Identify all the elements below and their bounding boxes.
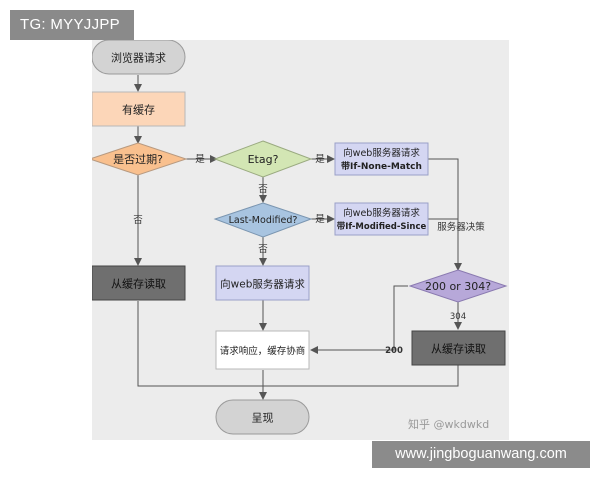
node-start-label: 浏览器请求 bbox=[111, 51, 166, 65]
node-req-if-modified-since: 向web服务器请求 带If-Modified-Since bbox=[334, 202, 429, 236]
node-response-negotiate: 请求响应，缓存协商 bbox=[215, 330, 310, 370]
flowchart: 浏览器请求 有缓存 是否过期? Etag? 向web服务器请求 带If-None… bbox=[88, 39, 508, 435]
node-has-cache: 有缓存 bbox=[91, 91, 186, 127]
node-start: 浏览器请求 bbox=[91, 39, 186, 75]
node-read-cache-left-label: 从缓存读取 bbox=[111, 277, 166, 291]
node-end-label: 呈现 bbox=[252, 412, 274, 425]
label-code-200: 200 bbox=[385, 346, 403, 356]
node-etag-label: Etag? bbox=[248, 153, 279, 166]
node-end: 呈现 bbox=[215, 399, 310, 435]
label-expired-no: 否 bbox=[133, 215, 143, 226]
label-expired-yes: 是 bbox=[195, 154, 205, 165]
header-label: TG: MYYJJPP bbox=[10, 10, 134, 40]
connectors bbox=[134, 75, 462, 400]
node-req-server: 向web服务器请求 bbox=[215, 265, 310, 301]
edge-ifnonematch-status bbox=[428, 158, 462, 271]
node-req-if-modified-since-line1: 向web服务器请求 bbox=[343, 207, 420, 219]
edge-readcache-left-merge bbox=[137, 301, 263, 387]
node-read-cache-right: 从缓存读取 bbox=[411, 330, 506, 366]
node-last-modified-label: Last-Modified? bbox=[229, 215, 298, 226]
node-req-server-label: 向web服务器请求 bbox=[220, 278, 305, 291]
node-req-if-none-match: 向web服务器请求 带If-None-Match bbox=[334, 142, 429, 176]
node-req-if-modified-since-line2: 带If-Modified-Since bbox=[337, 221, 427, 232]
label-lastmod-no: 否 bbox=[258, 244, 268, 255]
label-etag-no: 否 bbox=[258, 184, 268, 195]
edge-readcache-right-merge bbox=[263, 365, 459, 387]
node-response-negotiate-label: 请求响应，缓存协商 bbox=[220, 345, 306, 357]
label-code-304: 304 bbox=[450, 312, 466, 322]
edge-status-200 bbox=[310, 285, 408, 354]
flowchart-panel: 浏览器请求 有缓存 是否过期? Etag? 向web服务器请求 带If-None… bbox=[88, 39, 509, 440]
node-last-modified-decision: Last-Modified? bbox=[213, 202, 313, 238]
node-req-if-none-match-line1: 向web服务器请求 bbox=[343, 147, 420, 159]
site-banner: www.jingboguanwang.com bbox=[372, 441, 590, 468]
node-has-cache-label: 有缓存 bbox=[122, 103, 155, 117]
watermark: 知乎 @wkdwkd bbox=[408, 417, 489, 431]
node-status-decision: 200 or 304? bbox=[408, 269, 508, 303]
node-req-if-none-match-line2: 带If-None-Match bbox=[341, 160, 422, 172]
node-read-cache-left: 从缓存读取 bbox=[91, 265, 186, 301]
node-expired-decision: 是否过期? bbox=[88, 142, 188, 176]
label-lastmod-yes: 是 bbox=[315, 214, 325, 225]
node-expired-label: 是否过期? bbox=[113, 153, 163, 166]
node-etag-decision: Etag? bbox=[213, 140, 313, 178]
node-read-cache-right-label: 从缓存读取 bbox=[431, 342, 486, 356]
label-server-decide: 服务器决策 bbox=[437, 221, 485, 233]
label-etag-yes: 是 bbox=[315, 154, 325, 165]
node-status-label: 200 or 304? bbox=[425, 280, 491, 293]
